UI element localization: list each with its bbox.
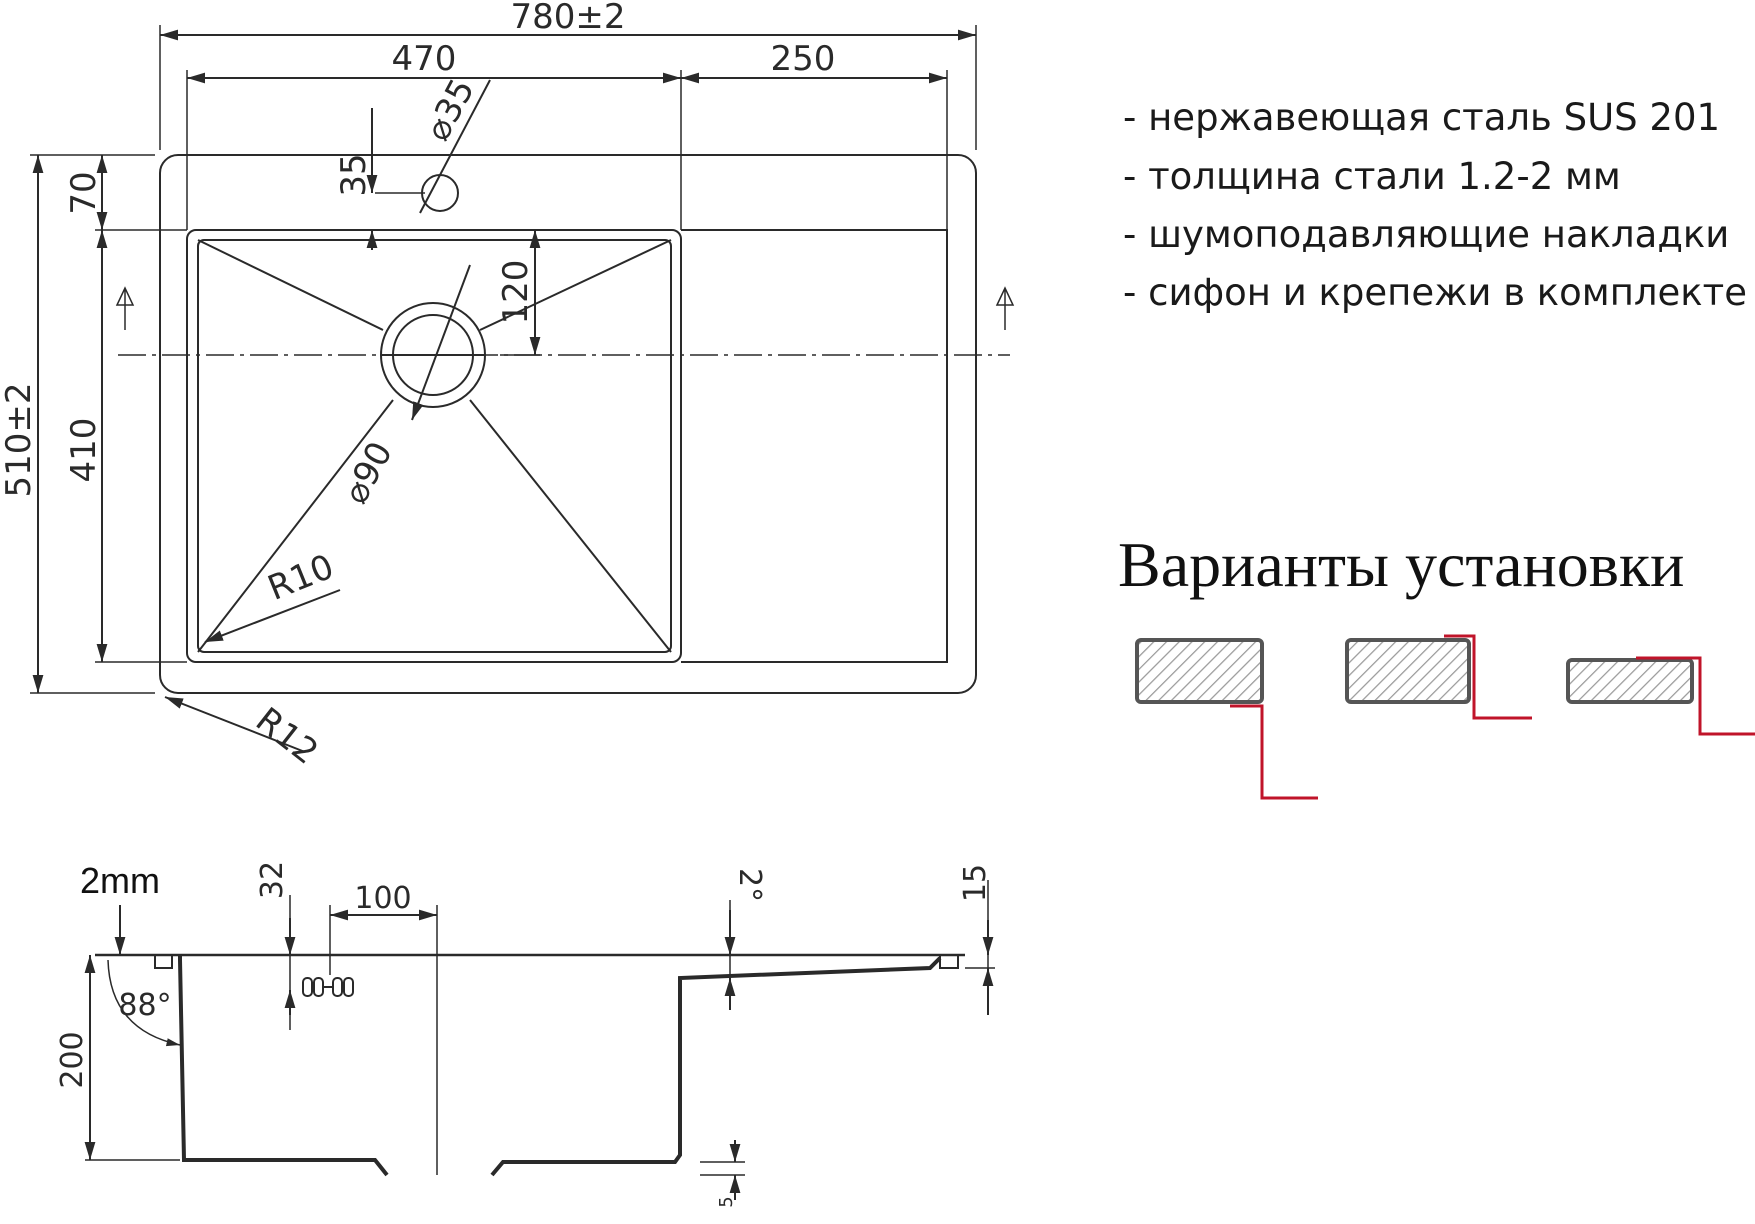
installation-variant-2 [1345, 634, 1532, 720]
dim-bowl-width: 470 [392, 39, 457, 79]
feature-material: - нержавеющая сталь SUS 201 [1123, 96, 1721, 139]
tap-hole [421, 174, 459, 212]
dim-overflow-width: 100 [354, 881, 411, 916]
drainboard-outline [681, 229, 948, 663]
installation-title: Варианты установки [1118, 529, 1685, 600]
dim-tap-offset: 35 [334, 153, 374, 196]
bowl-outline [186, 229, 682, 663]
dim-wall-angle: 88° [118, 988, 171, 1023]
dim-drainboard-width: 250 [771, 39, 836, 79]
dim-total-width: 780±2 [510, 0, 625, 37]
dim-overflow-height: 32 [255, 861, 290, 899]
feature-siphon: - сифон и крепежи в комплекте [1123, 271, 1747, 314]
installation-variants [1135, 634, 1755, 800]
side-view-dimensions: 32 100 2° 15 200 88° 5 [55, 861, 993, 1208]
dim-drain-offset: 120 [496, 260, 536, 325]
installation-variant-1 [1135, 638, 1318, 800]
sink-outer-outline [159, 154, 977, 694]
dim-inner-radius: R10 [262, 547, 339, 609]
dim-slope: 2° [732, 868, 767, 902]
label-thickness: 2mm [80, 860, 160, 901]
installation-variant-3 [1566, 656, 1755, 736]
dim-rim: 15 [958, 864, 993, 902]
dim-drain-diameter: ⌀90 [336, 435, 401, 510]
dim-depth: 200 [55, 1031, 90, 1088]
dim-tap-hole: ⌀35 [418, 72, 483, 147]
dim-bottom: 5 [716, 1196, 737, 1207]
feature-noise-pads: - шумоподавляющие накладки [1123, 213, 1730, 256]
top-view-dimensions: 780±2 470 250 510±2 410 70 35 ⌀35 120 ⌀9… [0, 0, 835, 773]
dim-rim-front: 70 [64, 171, 104, 214]
dim-bowl-depth: 410 [64, 418, 104, 483]
dim-outer-radius: R12 [248, 700, 325, 773]
dim-total-depth: 510±2 [0, 382, 39, 497]
sink-side-view [84, 880, 995, 1200]
feature-thickness: - толщина стали 1.2-2 мм [1123, 155, 1621, 198]
sink-top-view [30, 25, 1015, 753]
bowl-inner-outline [197, 239, 672, 653]
overflow-slots [302, 977, 354, 997]
